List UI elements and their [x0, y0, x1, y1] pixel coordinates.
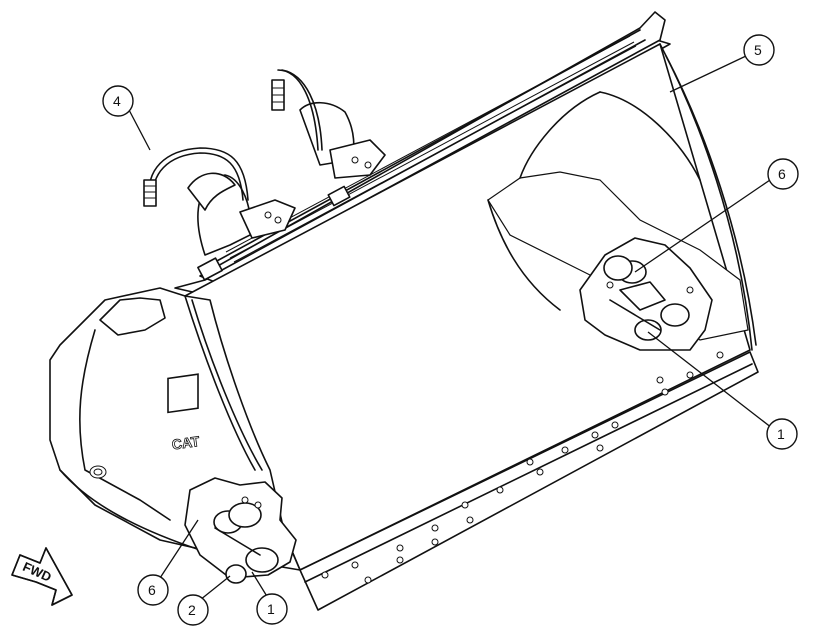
cutting-edge-bolt-holes [321, 351, 724, 584]
callout-2-label: 2 [188, 602, 196, 618]
hydraulic-hoses [143, 69, 323, 207]
pivot-assembly-lower-left [184, 477, 297, 584]
callout-5-label: 5 [754, 42, 762, 58]
callout-6-lower: 6 [137, 519, 199, 606]
callout-6-lower-label: 6 [148, 582, 156, 598]
callout-1-right: 1 [647, 331, 798, 450]
callout-6-right: 6 [634, 158, 799, 273]
forward-direction-arrow: FWD [11, 547, 73, 606]
callout-4-label: 4 [113, 93, 121, 109]
callout-1-lower-label: 1 [267, 601, 275, 617]
callout-4: 4 [102, 85, 151, 151]
pivot-assembly-upper-right [579, 237, 713, 351]
logo-text: CAT [171, 433, 201, 453]
callout-5: 5 [669, 34, 775, 93]
callout-1-lower: 1 [251, 571, 288, 625]
callout-1-right-label: 1 [777, 426, 785, 442]
callout-6-right-label: 6 [778, 166, 786, 182]
cat-logo: CAT [167, 373, 201, 453]
callout-2: 2 [177, 575, 231, 626]
mounting-brackets [187, 101, 386, 281]
